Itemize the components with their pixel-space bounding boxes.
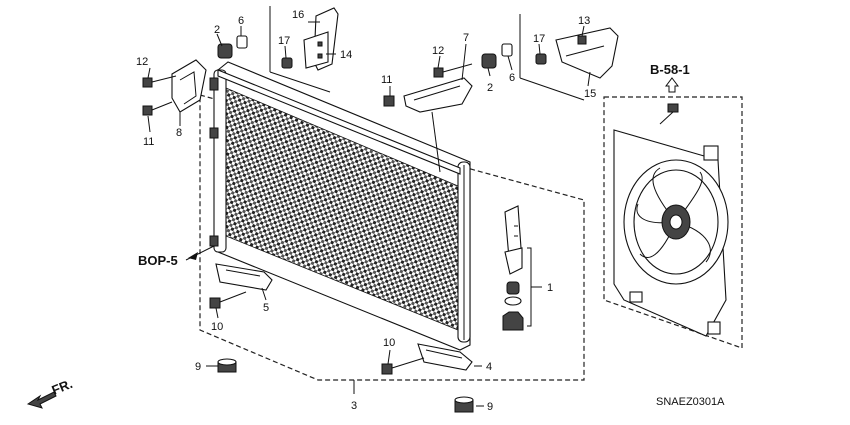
callout-9-left: 9	[195, 361, 201, 373]
inset-frame-1	[269, 6, 331, 93]
cushion-9-left[interactable]	[217, 358, 237, 373]
callout-3: 3	[351, 400, 357, 412]
inset-frame-2	[519, 14, 585, 101]
callout-11-middle: 11	[381, 74, 392, 86]
callout-10-left: 10	[211, 321, 223, 333]
bracket-16[interactable]	[303, 7, 339, 71]
callout-17-inset1: 17	[278, 35, 290, 47]
callout-11-left: 11	[143, 136, 154, 148]
bracket-15[interactable]	[555, 27, 619, 79]
bolt-17-inset1[interactable]	[281, 57, 293, 69]
callout-14: 14	[340, 49, 352, 61]
grommet-2-middle[interactable]	[481, 53, 497, 69]
bolt-10-left[interactable]	[209, 291, 247, 309]
bolt-10-right[interactable]	[381, 357, 425, 375]
front-direction-arrow-icon: FR.	[26, 376, 75, 409]
upper-middle-bracket[interactable]	[403, 77, 473, 113]
collar-6-left[interactable]	[236, 35, 248, 49]
callout-17-inset2: 17	[533, 33, 545, 45]
callout-15: 15	[584, 88, 596, 100]
callout-9-bottom: 9	[487, 401, 493, 413]
bolt-12-left[interactable]	[142, 75, 177, 88]
grommet-2-left[interactable]	[217, 43, 233, 59]
callout-12-middle: 12	[432, 45, 444, 57]
callout-13: 13	[578, 15, 590, 27]
svg-text:BOP-5: BOP-5	[138, 253, 178, 268]
callout-1: 1	[547, 282, 553, 294]
callout-10-right: 10	[383, 337, 395, 349]
bolt-11-middle[interactable]	[383, 95, 395, 107]
callout-7: 7	[463, 32, 469, 44]
b-58-1-reference[interactable]: B-58-1	[650, 62, 690, 77]
condenser-core[interactable]	[209, 61, 471, 351]
callout-2-middle: 2	[487, 82, 493, 94]
callout-2-left: 2	[214, 24, 220, 36]
front-direction-label: FR.	[50, 376, 75, 398]
cooling-fan-assembly[interactable]	[613, 129, 729, 337]
callout-6-middle: 6	[509, 72, 515, 84]
callout-16: 16	[292, 9, 304, 21]
callout-6-left: 6	[238, 15, 244, 27]
callout-12-left: 12	[136, 56, 148, 68]
cushion-9-bottom[interactable]	[454, 396, 474, 413]
diagram-code: SNAEZ0301A	[656, 396, 725, 408]
bolt-11-left[interactable]	[142, 101, 173, 116]
fan-bolt[interactable]	[659, 103, 679, 125]
lower-right-bracket[interactable]	[417, 343, 473, 371]
leader-lines	[147, 21, 591, 407]
up-arrow-icon	[665, 77, 679, 93]
desiccant-filter-assembly[interactable]	[502, 205, 542, 331]
bolt-12-middle[interactable]	[433, 63, 473, 78]
callout-5: 5	[263, 302, 269, 314]
lower-left-bracket[interactable]	[215, 263, 273, 291]
nut-13[interactable]	[577, 35, 587, 45]
collar-6-middle[interactable]	[501, 43, 513, 57]
bop-5-reference[interactable]: BOP-5	[138, 245, 215, 268]
fan-shroud-outline	[603, 96, 743, 349]
left-upper-bracket[interactable]	[171, 59, 207, 113]
callout-4: 4	[486, 361, 492, 373]
callout-8: 8	[176, 127, 182, 139]
bolt-17-inset2[interactable]	[535, 53, 547, 65]
condenser-assembly-outline	[199, 94, 585, 381]
bracket-leader	[431, 111, 441, 173]
